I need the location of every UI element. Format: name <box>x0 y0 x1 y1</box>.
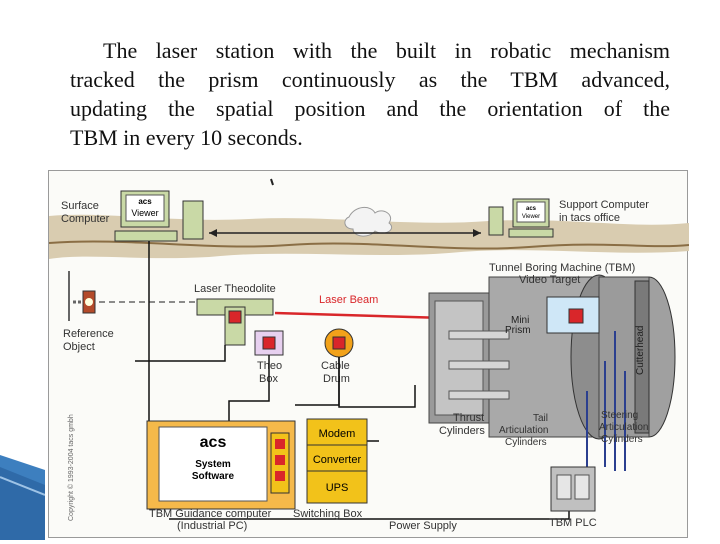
reference-object-icon <box>68 271 96 321</box>
surface-computer-icon <box>114 190 204 242</box>
mini-prism-label: Prism <box>505 325 531 336</box>
plc-wiring <box>586 331 626 471</box>
mini-prism-label: Mini <box>511 315 529 326</box>
caption: The laser station with the built in roba… <box>70 36 670 152</box>
caption-line: updating the spatial position and the or… <box>70 96 670 121</box>
power-supply-label: Power Supply <box>389 520 457 532</box>
reference-object-label: Reference <box>63 328 114 340</box>
cloud-icon <box>344 207 393 237</box>
tail-articulation-label: Tail <box>533 413 548 424</box>
acs-viewer-label: Viewer <box>131 208 158 218</box>
thrust-cylinders-label: Cylinders <box>439 425 485 437</box>
acs-viewer-label: acs <box>138 197 152 206</box>
system-software-label: System <box>195 459 231 470</box>
surface-computer-label: Surface <box>61 200 99 212</box>
arrow-icon <box>209 229 217 237</box>
thrust-cylinders-label: Thrust <box>453 412 484 424</box>
surface-computer-label: Computer <box>61 213 110 225</box>
laser-theodolite-icon <box>196 298 274 346</box>
cable-drum-icon <box>324 328 354 358</box>
ups-label: UPS <box>326 482 349 494</box>
steering-articulation-label: Articulation <box>599 422 648 433</box>
video-target-label: Video Target <box>519 274 580 286</box>
support-viewer-label: acs <box>526 206 537 212</box>
slide-decoration <box>0 455 45 540</box>
support-computer-label: Support Computer <box>559 199 649 211</box>
guidance-pc-label: TBM Guidance computer <box>149 508 272 520</box>
tick-mark <box>270 178 274 186</box>
tail-articulation-label: Articulation <box>499 425 548 436</box>
cable-drum-label: Drum <box>323 373 350 385</box>
laser-theodolite-label: Laser Theodolite <box>194 283 276 295</box>
tbm-title-label: Tunnel Boring Machine (TBM) <box>489 262 635 274</box>
reference-object-label: Object <box>63 341 95 353</box>
copyright-text: Copyright © 1993-2004 tacs gmbh <box>67 414 75 521</box>
theo-box-icon <box>254 330 284 356</box>
cutterhead-label: Cutterhead <box>635 326 646 375</box>
caption-line: tracked the prism continuously as the TB… <box>70 67 670 92</box>
switching-box-label: Switching Box <box>293 508 363 520</box>
arrow-icon <box>473 229 481 237</box>
ground-line <box>48 240 690 250</box>
tail-articulation-label: Cylinders <box>505 437 547 448</box>
tbm-guidance-diagram: acs Viewer Surface Computer acs Viewer S… <box>48 170 690 538</box>
laser-beam-label: Laser Beam <box>319 294 378 306</box>
diagram-canvas: acs Viewer Surface Computer acs Viewer S… <box>48 178 690 532</box>
support-viewer-label: Viewer <box>522 214 540 220</box>
support-computer-icon <box>488 198 554 238</box>
caption-line: The laser station with the built in roba… <box>103 38 670 63</box>
support-computer-label: in tacs office <box>559 212 620 224</box>
system-software-label: Software <box>192 471 235 482</box>
video-target-icon <box>546 296 600 334</box>
tbm-plc-label: TBM PLC <box>549 517 597 529</box>
caption-line: TBM in every 10 seconds. <box>70 125 303 150</box>
steering-articulation-label: Cylinders <box>601 434 643 445</box>
switching-box-icon <box>306 418 368 504</box>
cable-drum-label: Cable <box>321 360 350 372</box>
converter-label: Converter <box>313 454 362 466</box>
steering-articulation-label: Steering <box>601 410 638 421</box>
acs-logo: acs <box>200 434 227 451</box>
tbm-plc-icon <box>550 466 596 512</box>
guidance-pc-label: (Industrial PC) <box>177 520 247 532</box>
modem-label: Modem <box>319 428 356 440</box>
guidance-pc-icon <box>146 420 296 510</box>
